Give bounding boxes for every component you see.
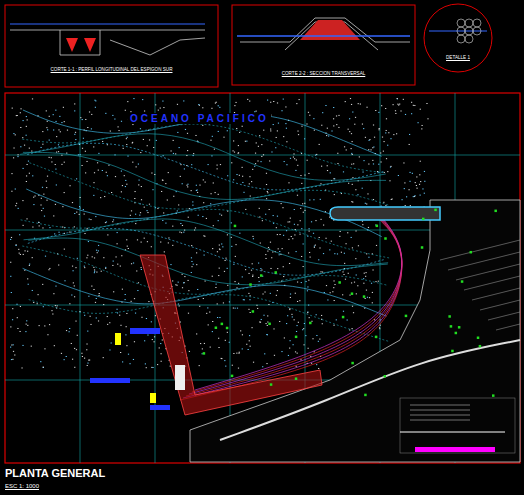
detail-outline <box>423 3 493 73</box>
notes-box <box>400 398 515 453</box>
coast-land <box>180 200 520 462</box>
plan-frame <box>5 93 520 463</box>
north-breakwater <box>330 207 440 220</box>
section-panel: CORTE 1-1 : PERFIL LONGITUDINAL DEL ESPI… <box>5 5 218 87</box>
section-panel: CORTE 2-2 : SECCION TRANSVERSAL <box>232 5 415 85</box>
coordinate-grid <box>5 93 520 463</box>
structures <box>90 209 497 410</box>
section-caption: CORTE 2-2 : SECCION TRANSVERSAL <box>232 71 415 76</box>
scale-bar <box>415 447 495 452</box>
panel-frame <box>5 5 218 87</box>
south-breakwater <box>140 255 322 415</box>
detail-circle: DETALLE 1 <box>423 3 493 73</box>
section-caption: DETALLE 1 <box>423 55 493 60</box>
plan-title: PLANTA GENERAL <box>5 467 105 479</box>
ocean-name: OCEANO PACIFICO <box>128 113 271 124</box>
panel-frame <box>232 5 415 85</box>
scale-caption: ESC 1: 1000 <box>5 483 39 489</box>
bathymetric-contours <box>20 110 390 342</box>
section-caption: CORTE 1-1 : PERFIL LONGITUDINAL DEL ESPI… <box>5 67 218 72</box>
